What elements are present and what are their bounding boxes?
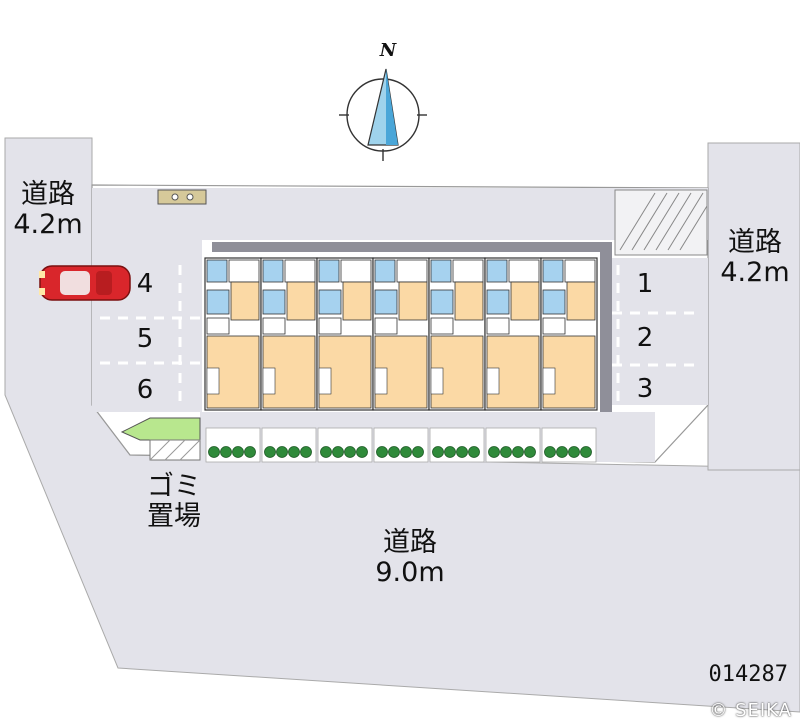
road-bottom-label: 道路 9.0m [350, 528, 470, 587]
garbage-line1: ゴミ [147, 471, 201, 502]
apartment-unit [428, 257, 486, 411]
copyright-watermark: © SEIKA [709, 700, 792, 721]
road-right-width: 4.2m [720, 256, 790, 288]
compass-north-label: N [379, 40, 398, 61]
parking-right-surface [605, 258, 708, 405]
garbage-area-label: ゴミ 置場 [134, 472, 214, 531]
apartment-unit [260, 257, 318, 411]
shrub-row [541, 427, 597, 463]
apartment-unit [372, 257, 430, 411]
parking-dividers-right [612, 265, 700, 405]
property-id: 014287 [708, 662, 788, 687]
parking-space-6: 6 [136, 375, 154, 405]
shrub-row [205, 427, 261, 463]
parking-dividers-left [100, 265, 200, 405]
shrub-row [485, 427, 541, 463]
shrub-row [429, 427, 485, 463]
parking-space-2: 2 [636, 323, 654, 353]
apartment-unit [316, 257, 374, 411]
road-left-width: 4.2m [13, 208, 83, 240]
road-left-label: 道路 4.2m [8, 180, 88, 239]
shrub-row [373, 427, 429, 463]
apartment-unit [540, 257, 598, 411]
road-right-name: 道路 [728, 227, 782, 258]
garbage-line2: 置場 [147, 500, 201, 532]
car-icon [39, 265, 131, 301]
building-units [204, 257, 598, 463]
apartment-unit [204, 257, 262, 411]
shrub-row [317, 427, 373, 463]
parking-space-1: 1 [636, 269, 654, 299]
parking-space-4: 4 [136, 269, 154, 299]
garbage-area [120, 417, 201, 461]
parking-space-3: 3 [636, 374, 654, 404]
road-bottom-width: 9.0m [375, 556, 445, 588]
apartment-unit [484, 257, 542, 411]
utility-box [157, 189, 207, 205]
road-right-label: 道路 4.2m [712, 228, 798, 287]
road-right [707, 142, 800, 471]
road-left-name: 道路 [21, 179, 75, 210]
stair-hatch [614, 189, 708, 256]
road-bottom-name: 道路 [383, 527, 437, 558]
parking-space-5: 5 [136, 324, 154, 354]
compass-icon [339, 68, 427, 161]
shrub-row [261, 427, 317, 463]
